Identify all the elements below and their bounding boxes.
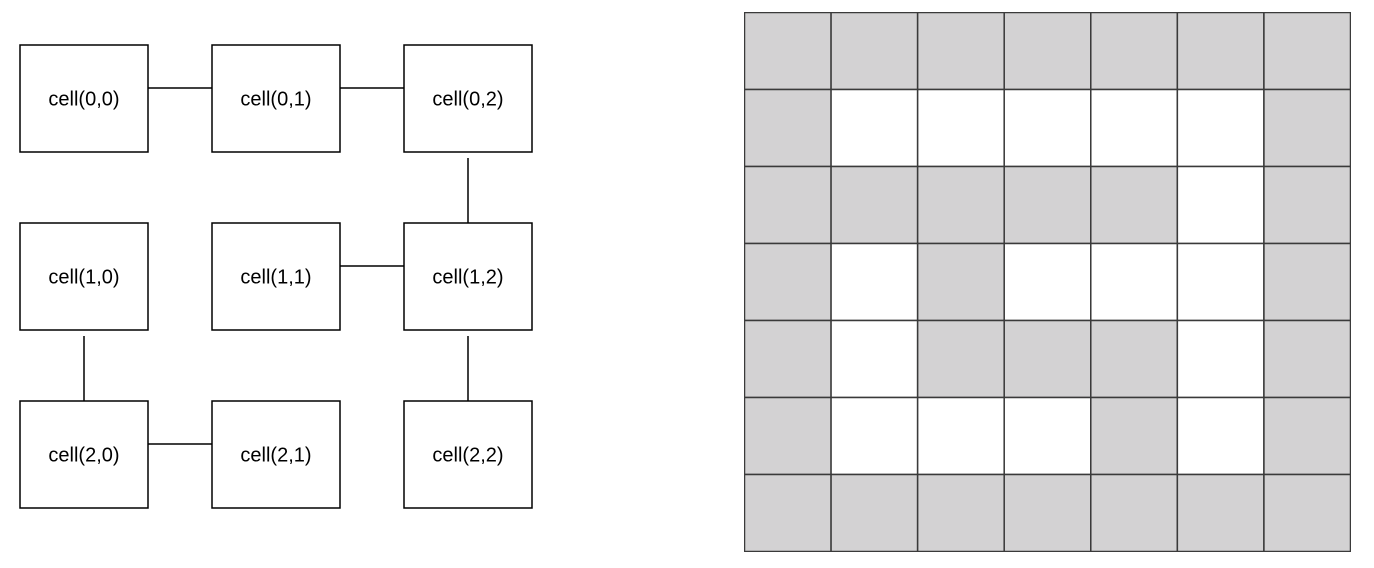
maze-open-cell-4-5: [1176, 319, 1265, 399]
cell-node-label: cell(2,2): [432, 445, 503, 467]
maze-open-cell-1-2: [916, 88, 1005, 168]
maze-wall-cell-5-0: [744, 396, 832, 476]
cell-node-box: [403, 44, 533, 153]
maze-wall-cell-2-0: [744, 165, 832, 245]
maze-wall-cell-2-2: [916, 165, 1005, 245]
cell-node-label: cell(1,2): [432, 267, 503, 289]
cell-node-2-0: cell(2,0): [19, 400, 149, 509]
maze-wall-cell-6-4: [1090, 473, 1179, 552]
maze-wall-cell-2-6: [1263, 165, 1351, 245]
cell-node-label: cell(0,1): [240, 89, 311, 111]
maze-wall-cell-3-0: [744, 242, 832, 322]
maze-open-cell-5-2: [916, 396, 1005, 476]
maze-open-cell-1-5: [1176, 88, 1265, 168]
cell-node-0-0: cell(0,0): [19, 44, 149, 153]
maze-wall-cell-4-4: [1090, 319, 1179, 399]
maze-wall-cell-1-0: [744, 88, 832, 168]
maze-wall-cell-6-5: [1176, 473, 1265, 552]
maze-wall-cell-4-6: [1263, 319, 1351, 399]
maze-open-cell-4-1: [830, 319, 919, 399]
maze-grid: [744, 12, 1351, 552]
cell-node-box: [211, 44, 341, 153]
graph-edges: [83, 87, 469, 445]
maze-wall-cell-4-2: [916, 319, 1005, 399]
maze-open-cell-1-1: [830, 88, 919, 168]
cell-node-box: [19, 44, 149, 153]
maze-wall-cell-2-1: [830, 165, 919, 245]
maze-wall-cell-6-3: [1003, 473, 1092, 552]
maze-wall-cell-6-1: [830, 473, 919, 552]
cell-node-label: cell(2,0): [48, 445, 119, 467]
maze-wall-cell-1-6: [1263, 88, 1351, 168]
maze-open-cell-3-5: [1176, 242, 1265, 322]
maze-wall-cell-5-6: [1263, 396, 1351, 476]
cell-graph-diagram: cell(0,0) cell(0,1) cell(0,2) cell(1,0) cell…: [19, 44, 533, 509]
maze-wall-cell-6-0: [744, 473, 832, 552]
cell-node-box: [19, 400, 149, 509]
maze-open-cell-3-3: [1003, 242, 1092, 322]
maze-wall-cell-4-0: [744, 319, 832, 399]
cell-node-0-1: cell(0,1): [211, 44, 341, 153]
maze-open-cell-1-4: [1090, 88, 1179, 168]
maze-wall-cell-2-3: [1003, 165, 1092, 245]
maze-wall-cell-6-2: [916, 473, 1005, 552]
cell-node-1-1: cell(1,1): [211, 222, 341, 331]
maze-open-cell-2-5: [1176, 165, 1265, 245]
cell-node-1-2: cell(1,2): [403, 222, 533, 331]
maze-wall-cell-6-6: [1263, 473, 1351, 552]
maze-open-cell-3-4: [1090, 242, 1179, 322]
maze-wall-cell-0-3: [1003, 12, 1092, 91]
maze-open-cell-3-1: [830, 242, 919, 322]
maze-open-cell-1-3: [1003, 88, 1092, 168]
maze-wall-cell-2-4: [1090, 165, 1179, 245]
maze-wall-cell-0-1: [830, 12, 919, 91]
cell-node-label: cell(1,0): [48, 267, 119, 289]
cell-node-label: cell(1,1): [240, 267, 311, 289]
maze-wall-cell-5-4: [1090, 396, 1179, 476]
cell-node-box: [19, 222, 149, 331]
cell-node-2-1: cell(2,1): [211, 400, 341, 509]
maze-open-cell-5-3: [1003, 396, 1092, 476]
cell-node-box: [403, 400, 533, 509]
cell-node-box: [403, 222, 533, 331]
cell-node-0-2: cell(0,2): [403, 44, 533, 153]
maze-open-cell-5-1: [830, 396, 919, 476]
cell-node-2-2: cell(2,2): [403, 400, 533, 509]
maze-wall-cell-3-6: [1263, 242, 1351, 322]
cell-node-label: cell(0,2): [432, 89, 503, 111]
cell-node-label: cell(2,1): [240, 445, 311, 467]
maze-wall-cell-0-5: [1176, 12, 1265, 91]
maze-wall-cell-3-2: [916, 242, 1005, 322]
cell-node-box: [211, 222, 341, 331]
maze-wall-cell-4-3: [1003, 319, 1092, 399]
cell-node-box: [211, 400, 341, 509]
maze-open-cell-5-5: [1176, 396, 1265, 476]
maze-wall-cell-0-4: [1090, 12, 1179, 91]
cell-node-label: cell(0,0): [48, 89, 119, 111]
maze-wall-cell-0-6: [1263, 12, 1351, 91]
graph-nodes: cell(0,0) cell(0,1) cell(0,2) cell(1,0) cell…: [19, 44, 533, 509]
maze-wall-cell-0-0: [744, 12, 832, 91]
maze-wall-cell-0-2: [916, 12, 1005, 91]
cell-node-1-0: cell(1,0): [19, 222, 149, 331]
